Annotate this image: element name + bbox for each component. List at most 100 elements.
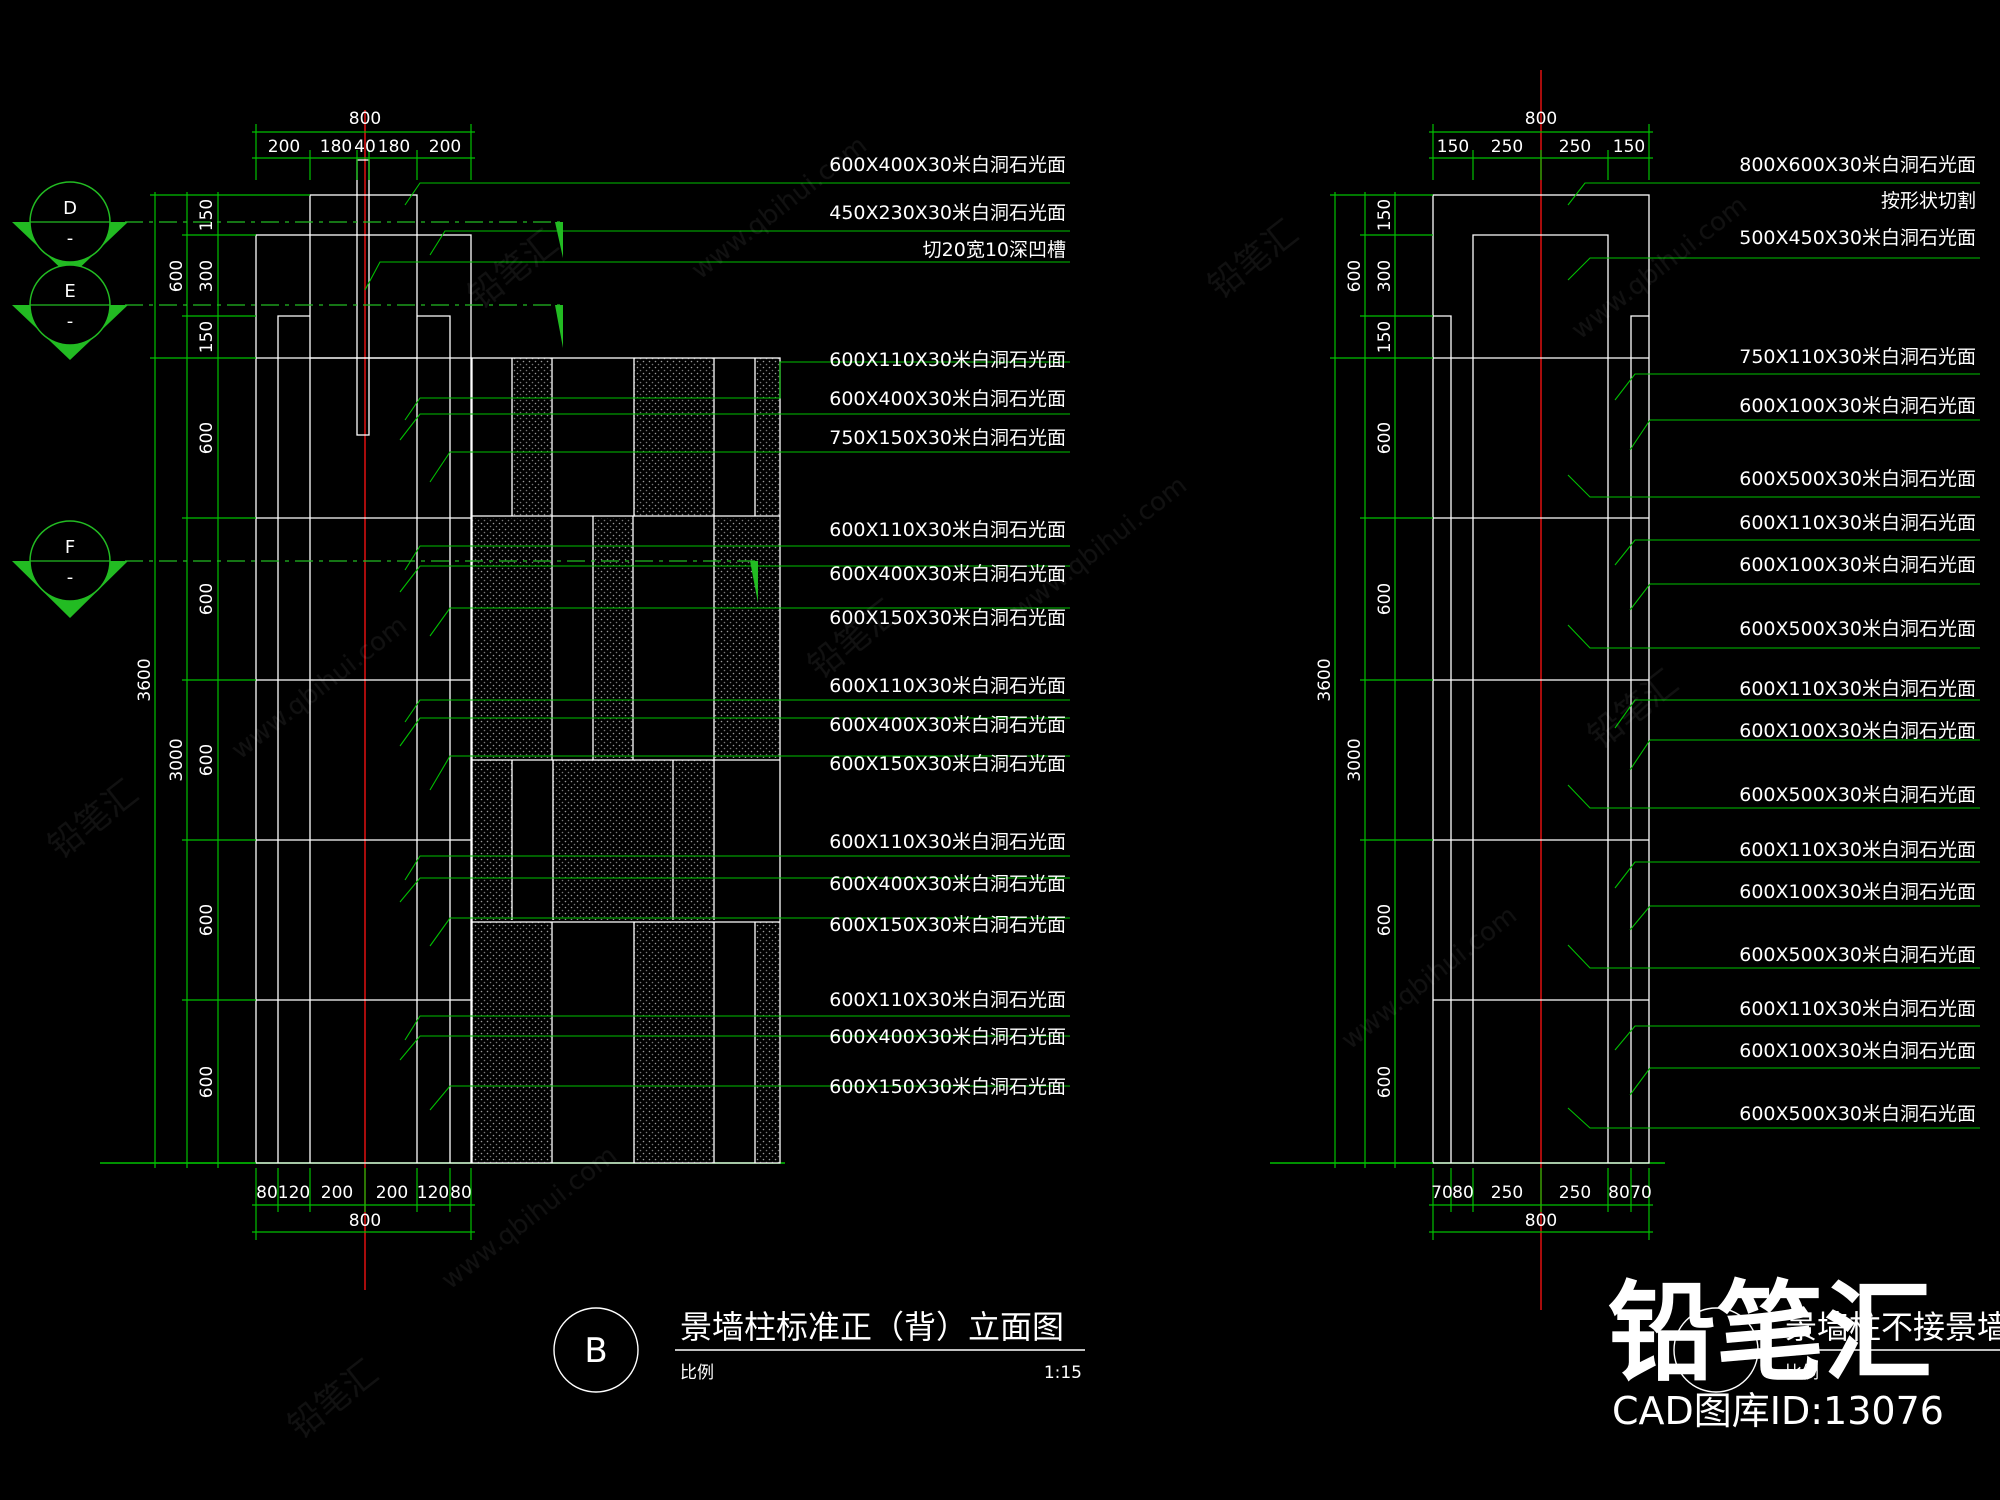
left-top-group: 600	[167, 260, 187, 292]
left-annotation: 600X110X30米白洞石光面	[829, 349, 1066, 371]
left-bottom-dim: 120	[278, 1183, 310, 1203]
section-bubble-f: F -	[12, 520, 128, 618]
wall-blocks	[471, 357, 781, 1164]
left-annotation: 600X110X30米白洞石光面	[829, 989, 1066, 1011]
left-annotation: 450X230X30米白洞石光面	[829, 202, 1066, 224]
left-annotation: 600X400X30米白洞石光面	[829, 873, 1066, 895]
left-annotation: 600X150X30米白洞石光面	[829, 607, 1066, 629]
section-letter: E	[64, 281, 75, 302]
right-vert-dim: 300	[1375, 260, 1395, 292]
right-annotation: 600X500X30米白洞石光面	[1739, 468, 1976, 490]
left-vert-dim: 150	[197, 321, 217, 353]
left-annotation: 600X150X30米白洞石光面	[829, 914, 1066, 936]
left-annotation: 600X110X30米白洞石光面	[829, 519, 1066, 541]
right-vert-dim: 150	[1375, 199, 1395, 231]
right-height-total: 3600	[1315, 658, 1335, 701]
right-overall-width-bottom: 800	[1525, 1211, 1557, 1231]
left-vert-dim: 300	[197, 260, 217, 292]
left-annotation: 600X400X30米白洞石光面	[829, 714, 1066, 736]
watermark-site: www.qbihui.com	[1566, 190, 1753, 345]
right-top-group: 600	[1345, 260, 1365, 292]
right-annotation: 600X500X30米白洞石光面	[1739, 618, 1976, 640]
title-mark-letter: B	[584, 1331, 607, 1371]
watermark-site: www.qbihui.com	[1006, 470, 1193, 625]
watermark-site: www.qbihui.com	[226, 610, 413, 765]
watermark-sites: www.qbihui.com www.qbihui.com www.qbihui…	[226, 130, 1753, 1295]
section-bubble-d: D -	[12, 181, 128, 277]
left-vert-dim: 600	[197, 904, 217, 936]
left-vert-dim: 600	[197, 1066, 217, 1098]
drawing-title-partial: 景墙柱不接景墙	[1785, 1308, 2000, 1346]
left-overall-width-top: 800	[349, 109, 381, 129]
left-annotation: 600X400X30米白洞石光面	[829, 1026, 1066, 1048]
watermark-brand: 铅笔汇	[41, 773, 146, 867]
right-annotation: 600X100X30米白洞石光面	[1739, 395, 1976, 417]
right-overall-width-top: 800	[1525, 109, 1557, 129]
watermark-site: www.qbihui.com	[1336, 900, 1523, 1055]
right-annotation: 750X110X30米白洞石光面	[1739, 346, 1976, 368]
right-annotation: 600X110X30米白洞石光面	[1739, 839, 1976, 861]
left-annotation: 600X110X30米白洞石光面	[829, 675, 1066, 697]
right-bottom-dim: 250	[1559, 1183, 1591, 1203]
left-height-total: 3600	[135, 658, 155, 701]
right-annotation: 600X100X30米白洞石光面	[1739, 720, 1976, 742]
right-vert-dim: 150	[1375, 321, 1395, 353]
right-bottom-dim: 250	[1491, 1183, 1523, 1203]
left-annotation: 600X400X30米白洞石光面	[829, 563, 1066, 585]
right-bottom-dim: 70	[1630, 1183, 1652, 1203]
section-dash: -	[67, 228, 74, 249]
section-letter: D	[63, 198, 77, 219]
left-vert-dim: 150	[197, 199, 217, 231]
right-height-body: 3000	[1345, 738, 1365, 781]
left-bottom-dim: 80	[450, 1183, 472, 1203]
section-arrows	[555, 222, 758, 603]
watermark-brand: 铅笔汇	[1581, 663, 1686, 757]
left-dimension-lines	[150, 124, 475, 1240]
watermark-brand: 铅笔汇	[461, 223, 566, 317]
right-annotations: 800X600X30米白洞石光面 按形状切割 500X450X30米白洞石光面 …	[1739, 154, 1976, 1125]
right-top-dim: 150	[1613, 137, 1645, 157]
left-top-dim: 200	[268, 137, 300, 157]
left-annotation: 600X110X30米白洞石光面	[829, 831, 1066, 853]
watermark-brand: 铅笔汇	[1201, 213, 1306, 307]
title-mark-circle	[553, 1307, 639, 1393]
left-annotation: 600X400X30米白洞石光面	[829, 154, 1066, 176]
right-annotation: 600X110X30米白洞石光面	[1739, 512, 1976, 534]
right-annotation: 600X100X30米白洞石光面	[1739, 1040, 1976, 1062]
right-annotation: 600X110X30米白洞石光面	[1739, 998, 1976, 1020]
right-annotation: 500X450X30米白洞石光面	[1739, 227, 1976, 249]
left-bottom-dim: 200	[376, 1183, 408, 1203]
right-top-dim: 250	[1491, 137, 1523, 157]
title-mark-circle	[1673, 1307, 1759, 1393]
right-annotation: 600X500X30米白洞石光面	[1739, 1103, 1976, 1125]
right-dimension-lines	[1330, 124, 1653, 1240]
left-annotation: 750X150X30米白洞石光面	[829, 427, 1066, 449]
watermark: 铅笔汇 铅笔汇 铅笔汇 铅笔汇 铅笔汇 铅笔汇 www.qbihui.com w…	[41, 130, 1944, 1447]
left-annotations: 600X400X30米白洞石光面 450X230X30米白洞石光面 切20宽10…	[829, 154, 1066, 1098]
section-bubbles: D - E - F -	[12, 181, 128, 618]
left-top-dim: 200	[429, 137, 461, 157]
right-annotation: 600X110X30米白洞石光面	[1739, 678, 1976, 700]
watermark-brand-logo: 铅笔汇	[1608, 1271, 1932, 1396]
right-elevation: 800 150 250 250 150 70 80 250 250 80 70 …	[1270, 70, 2000, 1393]
section-dash: -	[67, 311, 74, 332]
right-annotation: 按形状切割	[1881, 190, 1976, 212]
left-elevation: 800 200 180 40 180 200 80 120 200 200 12…	[100, 109, 1085, 1393]
right-annotation: 600X100X30米白洞石光面	[1739, 881, 1976, 903]
left-vert-dim: 600	[197, 583, 217, 615]
left-bottom-dim: 120	[417, 1183, 449, 1203]
watermark-brand: 铅笔汇	[281, 1353, 386, 1447]
column-outline	[1432, 194, 1650, 1164]
right-annotation: 600X500X30米白洞石光面	[1739, 944, 1976, 966]
section-letter: F	[65, 537, 75, 558]
left-vert-dim: 600	[197, 744, 217, 776]
right-vert-dim: 600	[1375, 583, 1395, 615]
scale-label-partial: 比例	[1785, 1363, 1819, 1383]
section-bubble-e: E -	[12, 264, 128, 360]
left-overall-width-bottom: 800	[349, 1211, 381, 1231]
right-vert-dim: 600	[1375, 1066, 1395, 1098]
left-bottom-dim: 80	[256, 1183, 278, 1203]
right-leaders	[1567, 182, 1980, 1129]
watermark-id: CAD图库ID:13076	[1612, 1389, 1944, 1433]
right-vert-dim: 600	[1375, 904, 1395, 936]
